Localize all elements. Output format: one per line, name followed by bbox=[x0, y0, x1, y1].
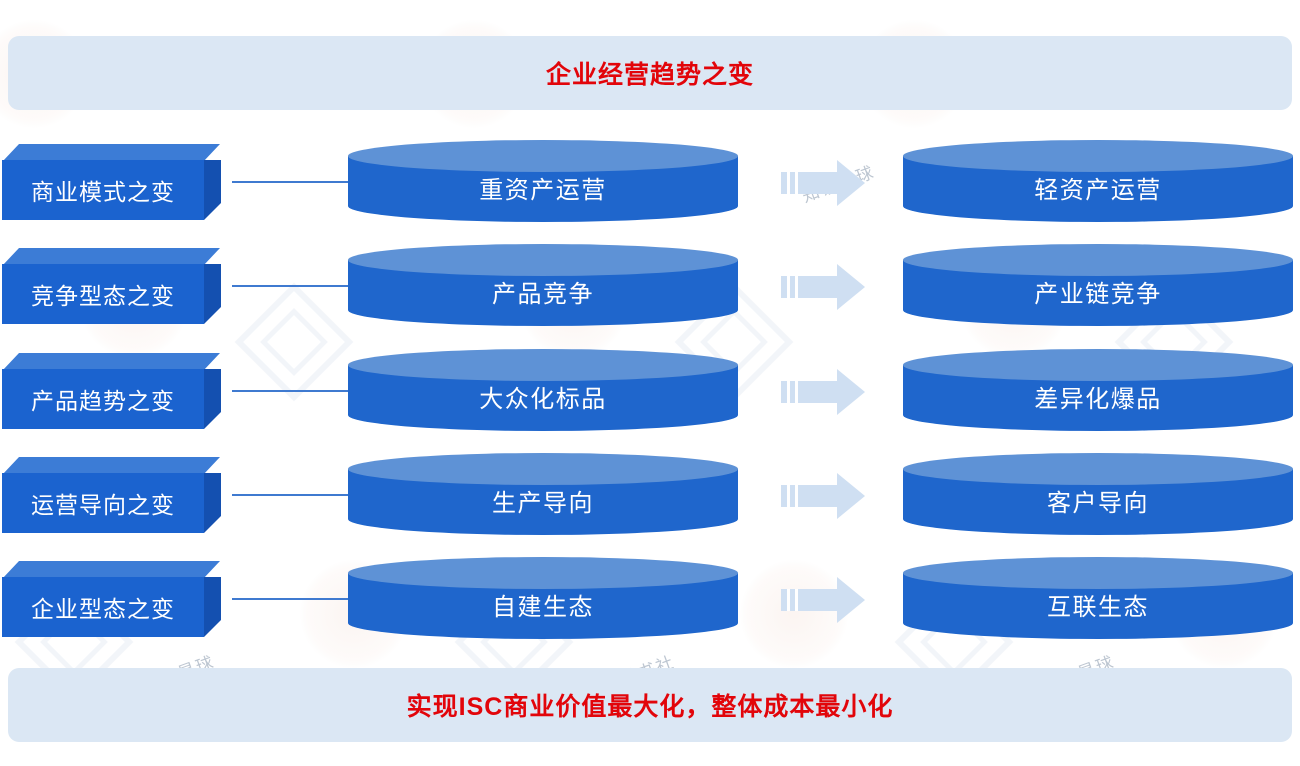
state-cylinder-to[interactable]: 客户导向 bbox=[903, 453, 1293, 537]
box-side-face bbox=[204, 577, 221, 637]
trend-row: 竞争型态之变 产品竞争 产业链竞争 bbox=[0, 234, 1300, 338]
state-label-from: 自建生态 bbox=[492, 593, 594, 621]
state-cylinder-to[interactable]: 差异化爆品 bbox=[903, 349, 1293, 433]
category-box[interactable]: 产品趋势之变 bbox=[2, 353, 221, 429]
box-front-face: 产品趋势之变 bbox=[2, 369, 204, 429]
category-box[interactable]: 竞争型态之变 bbox=[2, 248, 221, 324]
state-cylinder-to[interactable]: 互联生态 bbox=[903, 557, 1293, 641]
category-label: 竞争型态之变 bbox=[31, 283, 175, 309]
state-cylinder-from[interactable]: 自建生态 bbox=[348, 557, 738, 641]
box-front-face: 运营导向之变 bbox=[2, 473, 204, 533]
category-label: 运营导向之变 bbox=[31, 492, 175, 518]
box-side-face bbox=[204, 473, 221, 533]
right-arrow-icon bbox=[781, 160, 865, 206]
category-box[interactable]: 运营导向之变 bbox=[2, 457, 221, 533]
connector-line bbox=[232, 285, 348, 287]
box-side-face bbox=[204, 264, 221, 324]
box-top-face bbox=[2, 353, 220, 371]
box-side-face bbox=[204, 369, 221, 429]
state-cylinder-from[interactable]: 大众化标品 bbox=[348, 349, 738, 433]
state-label-to: 客户导向 bbox=[1047, 489, 1149, 517]
connector-line bbox=[232, 494, 348, 496]
footer-banner: 实现ISC商业价值最大化，整体成本最小化 bbox=[8, 668, 1292, 742]
right-arrow-icon bbox=[781, 264, 865, 310]
box-front-face: 竞争型态之变 bbox=[2, 264, 204, 324]
box-top-face bbox=[2, 144, 220, 162]
category-label: 企业型态之变 bbox=[31, 596, 175, 622]
connector-line bbox=[232, 598, 348, 600]
state-cylinder-to[interactable]: 轻资产运营 bbox=[903, 140, 1293, 224]
box-front-face: 企业型态之变 bbox=[2, 577, 204, 637]
category-box[interactable]: 商业模式之变 bbox=[2, 144, 221, 220]
category-label: 产品趋势之变 bbox=[31, 388, 175, 414]
state-label-from: 产品竞争 bbox=[492, 280, 594, 308]
state-label-from: 生产导向 bbox=[492, 489, 594, 517]
trend-row: 运营导向之变 生产导向 客户导向 bbox=[0, 443, 1300, 547]
state-label-to: 互联生态 bbox=[1047, 593, 1149, 621]
box-side-face bbox=[204, 160, 221, 220]
state-cylinder-from[interactable]: 生产导向 bbox=[348, 453, 738, 537]
right-arrow-icon bbox=[781, 577, 865, 623]
state-label-to: 产业链竞争 bbox=[1034, 280, 1162, 308]
page-title: 企业经营趋势之变 bbox=[545, 61, 754, 89]
state-cylinder-to[interactable]: 产业链竞争 bbox=[903, 244, 1293, 328]
box-top-face bbox=[2, 561, 220, 579]
state-cylinder-from[interactable]: 产品竞争 bbox=[348, 244, 738, 328]
box-front-face: 商业模式之变 bbox=[2, 160, 204, 220]
box-top-face bbox=[2, 248, 220, 266]
footer-statement: 实现ISC商业价值最大化，整体成本最小化 bbox=[406, 693, 894, 721]
trend-row: 产品趋势之变 大众化标品 差异化爆品 bbox=[0, 339, 1300, 443]
state-label-from: 重资产运营 bbox=[479, 176, 607, 204]
connector-line bbox=[232, 181, 348, 183]
state-label-to: 差异化爆品 bbox=[1034, 385, 1162, 413]
right-arrow-icon bbox=[781, 473, 865, 519]
category-label: 商业模式之变 bbox=[31, 179, 175, 205]
box-top-face bbox=[2, 457, 220, 475]
right-arrow-icon bbox=[781, 369, 865, 415]
trend-row: 企业型态之变 自建生态 互联生态 bbox=[0, 547, 1300, 651]
connector-line bbox=[232, 390, 348, 392]
trend-row: 商业模式之变 重资产运营 轻资产运营 bbox=[0, 130, 1300, 234]
state-label-to: 轻资产运营 bbox=[1034, 176, 1162, 204]
state-cylinder-from[interactable]: 重资产运营 bbox=[348, 140, 738, 224]
category-box[interactable]: 企业型态之变 bbox=[2, 561, 221, 637]
state-label-from: 大众化标品 bbox=[479, 385, 607, 413]
title-banner: 企业经营趋势之变 bbox=[8, 36, 1292, 110]
